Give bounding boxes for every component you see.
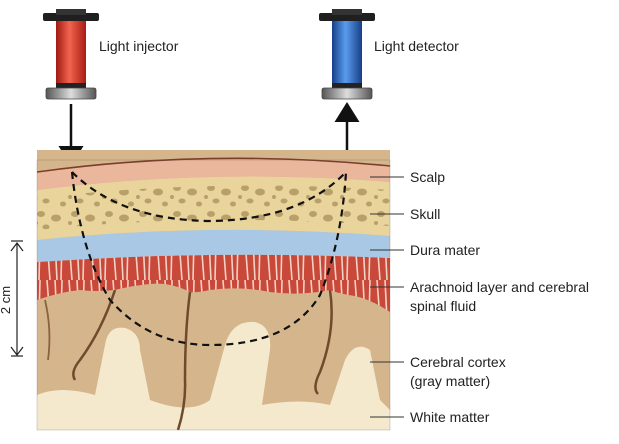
arachnoid-layer	[37, 254, 390, 312]
scale-bar-bottom-arrow	[10, 346, 24, 356]
cross-section-border	[36, 159, 391, 431]
white-matter-layer	[37, 321, 390, 430]
sulcus-center	[176, 291, 192, 430]
scale-bar-label: 2 cm	[0, 286, 13, 314]
white-matter-label: White matter	[410, 409, 490, 425]
injector-base	[45, 87, 97, 100]
injector-tube	[56, 21, 86, 85]
light-detector	[319, 9, 375, 100]
detector-bottom-ring	[332, 83, 362, 88]
arachnoid-label-line2: spinal fluid	[410, 298, 477, 314]
skull-pores	[37, 185, 390, 230]
depth-scale-bar: 2 cm	[0, 240, 24, 357]
scalp-layer	[37, 158, 390, 190]
head-cross-section	[37, 150, 390, 430]
shallow-light-path	[71, 171, 347, 223]
sulcus-left	[72, 289, 117, 381]
leader-lines	[370, 176, 404, 418]
detector-base	[321, 87, 373, 100]
injector-top-ring	[56, 9, 86, 15]
deep-light-path	[70, 171, 348, 347]
cortex-label-line2: (gray matter)	[410, 373, 491, 389]
injector-bottom-ring	[56, 83, 86, 88]
sulcus-right	[314, 289, 333, 395]
detector-top-ring	[332, 9, 362, 15]
skull-label: Skull	[410, 206, 441, 222]
detector-label: Light detector	[374, 38, 459, 54]
injector-label: Light injector	[99, 38, 179, 54]
detector-tube	[332, 21, 362, 85]
dura-layer	[37, 229, 390, 262]
cortex-label-line1: Cerebral cortex	[410, 354, 506, 370]
scale-bar-top-arrow	[10, 242, 24, 252]
arachnoid-label-line1: Arachnoid layer and cerebral	[410, 279, 589, 295]
scalp-outline	[37, 157, 390, 173]
light-injector	[43, 9, 99, 100]
dura-label: Dura mater	[410, 242, 481, 258]
sulcus-far-left	[44, 299, 51, 361]
scalp-label: Scalp	[410, 169, 446, 185]
